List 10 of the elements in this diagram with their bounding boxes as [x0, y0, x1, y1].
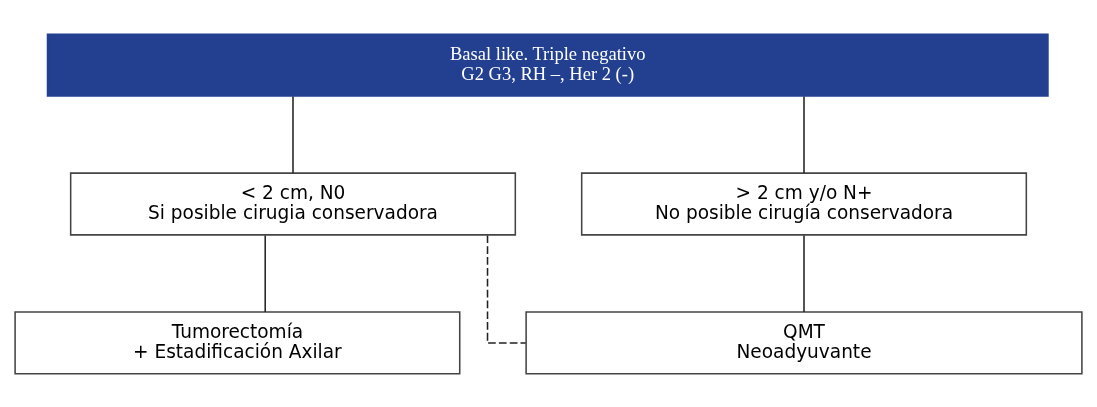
node-box: Tumorectomía + Estadificación Axilar [14, 310, 461, 375]
node-box: Basal like. Triple negativo G2 G3, RH –, Her 2 (-) [46, 32, 1049, 97]
node-box: < 2 cm, N0 Si posible cirugia conservadora [69, 171, 517, 236]
connector [803, 234, 805, 313]
connector [264, 234, 266, 313]
connector [292, 95, 294, 174]
connector [486, 234, 527, 344]
connector [803, 95, 805, 174]
node-box: QMT Neoadyuvante [525, 310, 1083, 375]
node-box: > 2 cm y/o N+ No posible cirugía conservadora [580, 171, 1028, 236]
